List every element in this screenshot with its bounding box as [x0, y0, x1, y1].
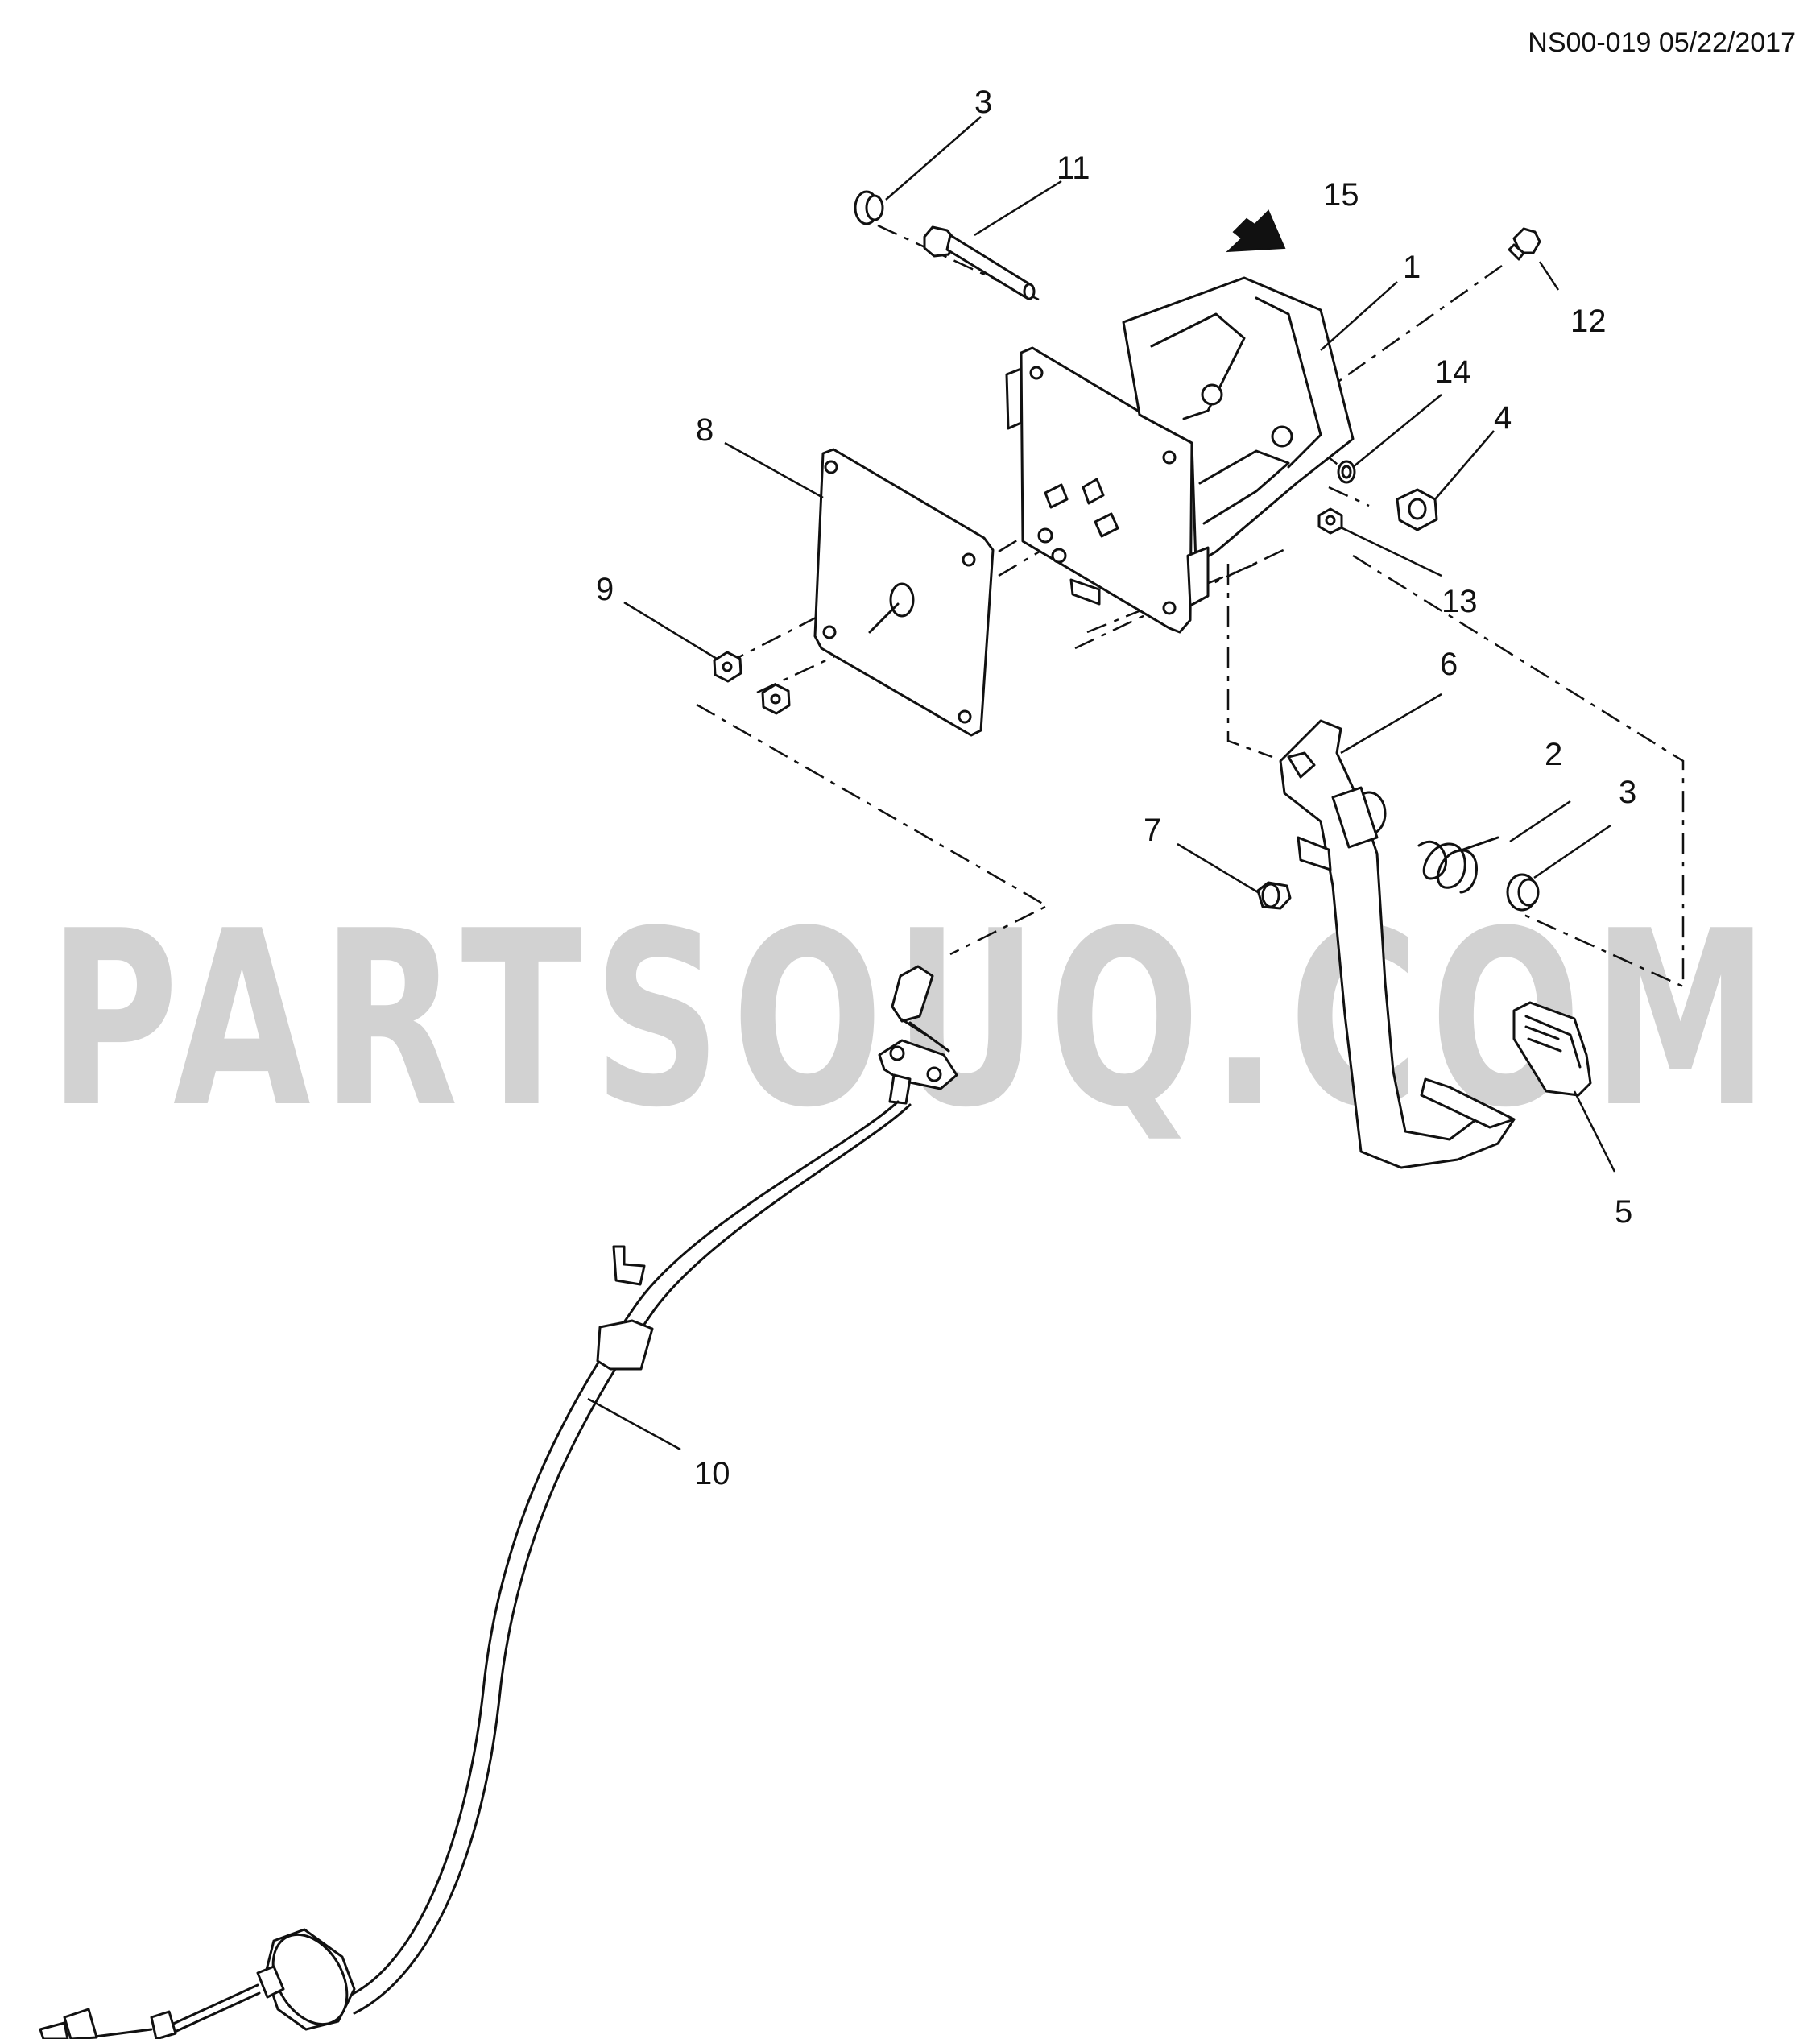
part-10-clutch-cable — [39, 965, 958, 2039]
part-12-bolt — [1508, 227, 1541, 261]
part-13-nut — [1317, 507, 1343, 535]
callout-numbers: 1 2 3 3 4 5 6 7 8 9 10 11 12 13 14 15 — [596, 85, 1636, 1491]
callout-5: 5 — [1615, 1194, 1632, 1230]
callout-6: 6 — [1440, 647, 1458, 682]
callout-2: 2 — [1545, 737, 1562, 772]
callout-4: 4 — [1494, 400, 1512, 436]
part-15-forward-arrow — [1226, 209, 1286, 253]
callout-13: 13 — [1442, 584, 1478, 619]
callout-15: 15 — [1323, 177, 1359, 213]
part-14-washer — [1337, 460, 1356, 484]
part-5-pedal-pad — [1512, 1001, 1592, 1097]
part-1-pedal-bracket — [1005, 276, 1355, 634]
callout-10: 10 — [694, 1456, 730, 1491]
callout-9: 9 — [596, 572, 614, 607]
part-11-pivot-bolt — [923, 225, 1036, 300]
callout-1: 1 — [1403, 250, 1421, 285]
part-7-stopper — [1256, 881, 1292, 910]
callout-14: 14 — [1435, 354, 1471, 390]
diagram-reference-code: NS00-019 05/22/2017 — [1528, 27, 1796, 58]
callout-7: 7 — [1144, 813, 1161, 848]
part-6-pedal-arm — [1279, 719, 1516, 1169]
part-3-bushing-top — [854, 190, 884, 225]
part-2-return-spring — [1417, 836, 1499, 894]
callout-11: 11 — [1057, 151, 1090, 186]
part-9-nuts — [713, 651, 791, 715]
part-8-plate — [813, 448, 995, 737]
callout-3-right: 3 — [1619, 775, 1636, 810]
callout-12: 12 — [1570, 304, 1607, 339]
callout-3-top: 3 — [974, 85, 992, 120]
leader-lines — [587, 116, 1616, 1451]
callout-8: 8 — [696, 412, 714, 448]
bracket-studs — [1037, 478, 1119, 564]
part-4-nut — [1396, 488, 1438, 531]
part-3-bushing-right — [1506, 873, 1540, 912]
